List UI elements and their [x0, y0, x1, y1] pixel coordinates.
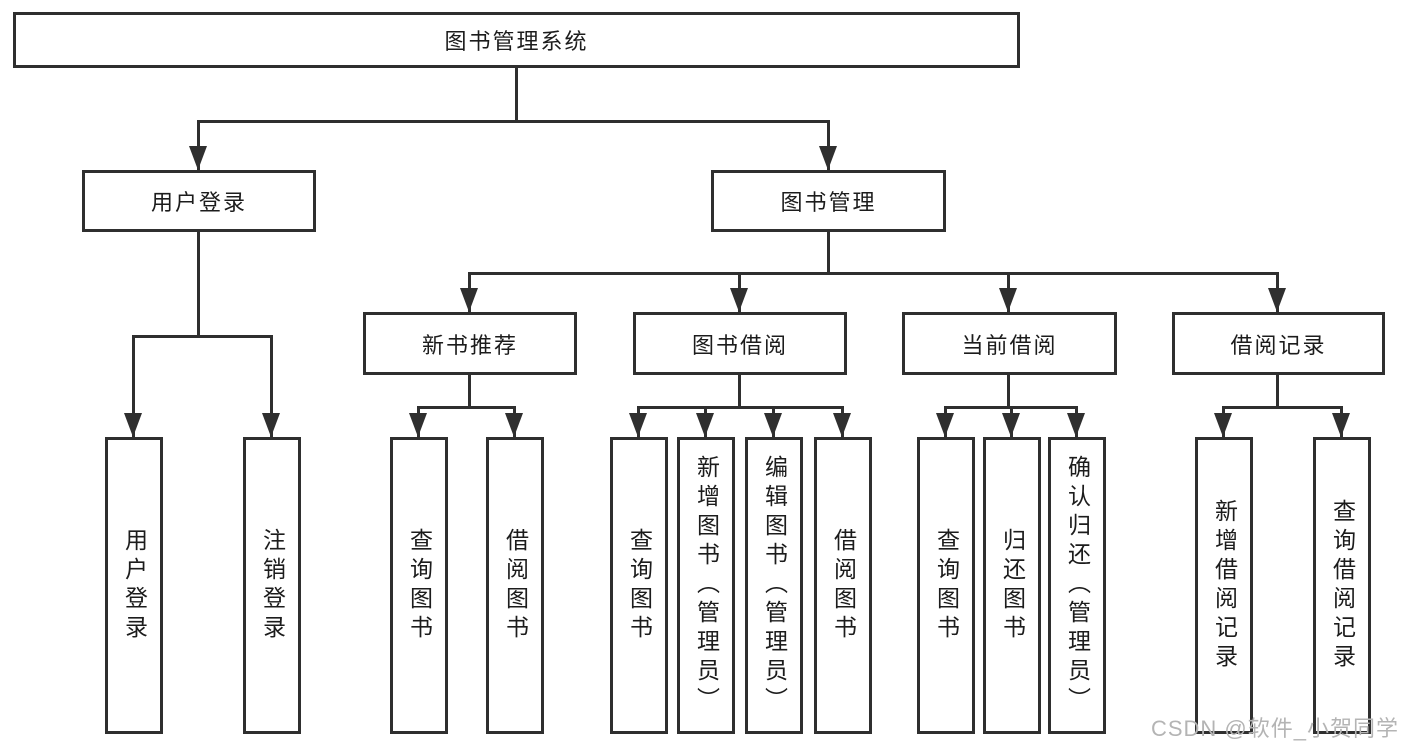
leaf-label: 归还图书	[999, 527, 1026, 644]
connector-user-login-bar	[132, 335, 273, 338]
arrowhead-icon	[1002, 413, 1020, 437]
arrowhead-icon	[189, 146, 207, 170]
leaf-label: 确认归还（管理员）	[1064, 455, 1091, 716]
arrowhead-icon	[629, 413, 647, 437]
arrowhead-icon	[1067, 413, 1085, 437]
leaf-logout: 注销登录	[243, 437, 301, 734]
node-book-borrowing: 图书借阅	[633, 312, 847, 375]
node-label: 图书借阅	[691, 332, 788, 358]
leaf-label: 借阅图书	[502, 527, 529, 644]
connector-book-borrow-drop	[738, 375, 741, 409]
arrowhead-icon	[833, 413, 851, 437]
arrowhead-icon	[730, 288, 748, 312]
leaf-label: 用户登录	[121, 527, 148, 644]
leaf-label: 查询图书	[933, 527, 960, 644]
arrowhead-icon	[409, 413, 427, 437]
connector-borrow-records-drop	[1276, 375, 1279, 409]
connector-current-borrow-drop	[1007, 375, 1010, 409]
connector-user-login-drop	[197, 232, 200, 336]
leaf-nb-borrow-books: 借阅图书	[486, 437, 544, 734]
leaf-cb-query-books: 查询图书	[917, 437, 975, 734]
node-label: 图书管理	[780, 190, 877, 215]
arrowhead-icon	[1332, 413, 1350, 437]
leaf-label: 新增图书（管理员）	[693, 455, 720, 716]
node-label: 当前借阅	[961, 332, 1058, 358]
leaf-br-add-record: 新增借阅记录	[1195, 437, 1253, 734]
node-borrowing-records: 借阅记录	[1172, 312, 1385, 375]
leaf-label: 新增借阅记录	[1211, 498, 1238, 673]
leaf-bb-query-books: 查询图书	[610, 437, 668, 734]
connector-to-book-mgmt	[827, 120, 830, 170]
arrowhead-icon	[262, 413, 280, 437]
leaf-bb-add-books-admin: 新增图书（管理员）	[677, 437, 735, 734]
connector-book-borrow-bar	[637, 406, 844, 409]
node-current-borrowing: 当前借阅	[902, 312, 1117, 375]
leaf-label: 注销登录	[259, 527, 286, 644]
arrowhead-icon	[764, 413, 782, 437]
leaf-user-login: 用户登录	[105, 437, 163, 734]
connector-new-books-drop	[468, 375, 471, 409]
connector-new-books-bar	[417, 406, 516, 409]
node-library-system: 图书管理系统	[13, 12, 1020, 68]
node-book-management: 图书管理	[711, 170, 946, 232]
node-user-login: 用户登录	[82, 170, 316, 232]
leaf-label: 编辑图书（管理员）	[761, 455, 788, 716]
leaf-label: 借阅图书	[830, 527, 857, 644]
leaf-bb-borrow-books: 借阅图书	[814, 437, 872, 734]
leaf-bb-edit-books-admin: 编辑图书（管理员）	[745, 437, 803, 734]
connector-level3-bar	[468, 272, 1279, 275]
leaf-cb-return-books: 归还图书	[983, 437, 1041, 734]
node-label: 新书推荐	[421, 332, 518, 358]
node-label: 借阅记录	[1230, 332, 1327, 358]
arrowhead-icon	[124, 413, 142, 437]
arrowhead-icon	[505, 413, 523, 437]
arrowhead-icon	[1268, 288, 1286, 312]
connector-to-logout-leaf	[270, 335, 273, 437]
arrowhead-icon	[936, 413, 954, 437]
arrowhead-icon	[819, 146, 837, 170]
leaf-label: 查询借阅记录	[1329, 498, 1356, 673]
connector-book-mgmt-drop	[827, 232, 830, 272]
connector-to-login-leaf	[132, 335, 135, 437]
node-new-book-recommend: 新书推荐	[363, 312, 577, 375]
leaf-nb-query-books: 查询图书	[390, 437, 448, 734]
leaf-label: 查询图书	[406, 527, 433, 644]
leaf-label: 查询图书	[626, 527, 653, 644]
watermark: CSDN @软件_小贺同学	[1150, 716, 1399, 741]
connector-root-drop	[515, 68, 518, 120]
node-label: 用户登录	[150, 190, 247, 215]
connector-root-bar	[197, 120, 830, 123]
arrowhead-icon	[1214, 413, 1232, 437]
node-label: 图书管理系统	[444, 29, 589, 54]
arrowhead-icon	[696, 413, 714, 437]
connector-to-user-login	[197, 120, 200, 170]
leaf-br-query-record: 查询借阅记录	[1313, 437, 1371, 734]
leaf-cb-confirm-return-admin: 确认归还（管理员）	[1048, 437, 1106, 734]
connector-borrow-records-bar	[1222, 406, 1343, 409]
arrowhead-icon	[460, 288, 478, 312]
arrowhead-icon	[999, 288, 1017, 312]
